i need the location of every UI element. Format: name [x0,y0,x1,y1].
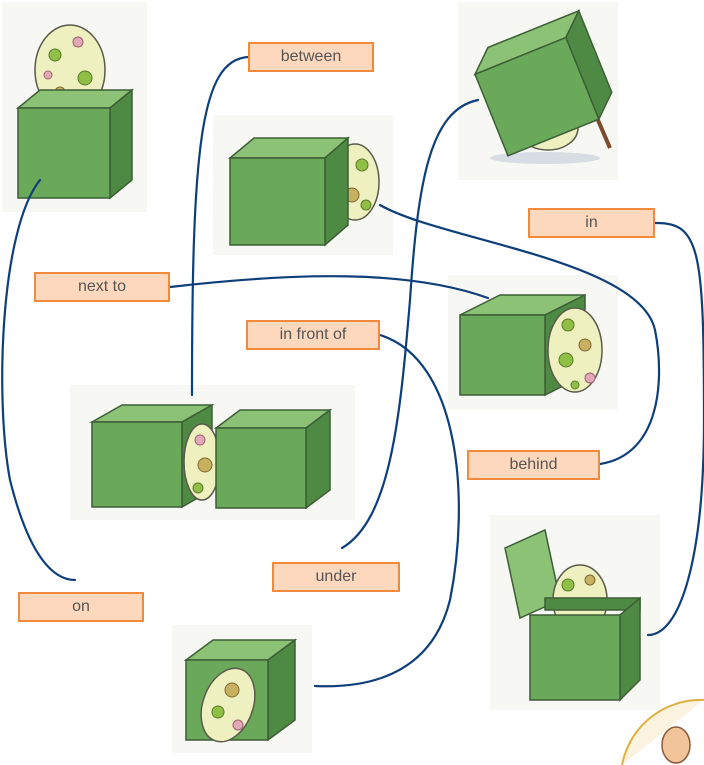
line-behind [378,203,661,466]
label-on[interactable]: on [18,592,144,622]
line-in [646,221,704,637]
picture-egg-in-front-of-box [172,625,312,753]
label-in-front-of[interactable]: in front of [246,320,380,350]
box-icon [91,421,183,508]
egg-icon [547,307,603,393]
line-next-to [168,275,490,300]
connector-lines [1,55,704,688]
label-between[interactable]: between [248,42,374,72]
picture-egg-under-box [458,2,618,180]
box-icon [529,614,621,701]
picture-egg-on-box [2,2,147,212]
picture-egg-behind-box [213,115,393,255]
label-under[interactable]: under [272,562,400,592]
line-under [340,98,480,550]
picture-egg-between-boxes [70,385,355,520]
line-in-front-of [313,333,460,688]
picture-egg-next-to-box [448,275,618,410]
box-icon [459,314,546,396]
label-next-to[interactable]: next to [34,272,170,302]
line-between [190,55,250,397]
box-icon [229,157,326,246]
picture-egg-in-box [490,515,660,710]
box-icon [474,36,600,157]
line-on [1,178,77,582]
label-in[interactable]: in [528,208,655,238]
box-icon [215,427,307,509]
corner-character-icon [621,698,704,765]
box-icon [17,107,111,199]
label-behind[interactable]: behind [467,450,600,480]
